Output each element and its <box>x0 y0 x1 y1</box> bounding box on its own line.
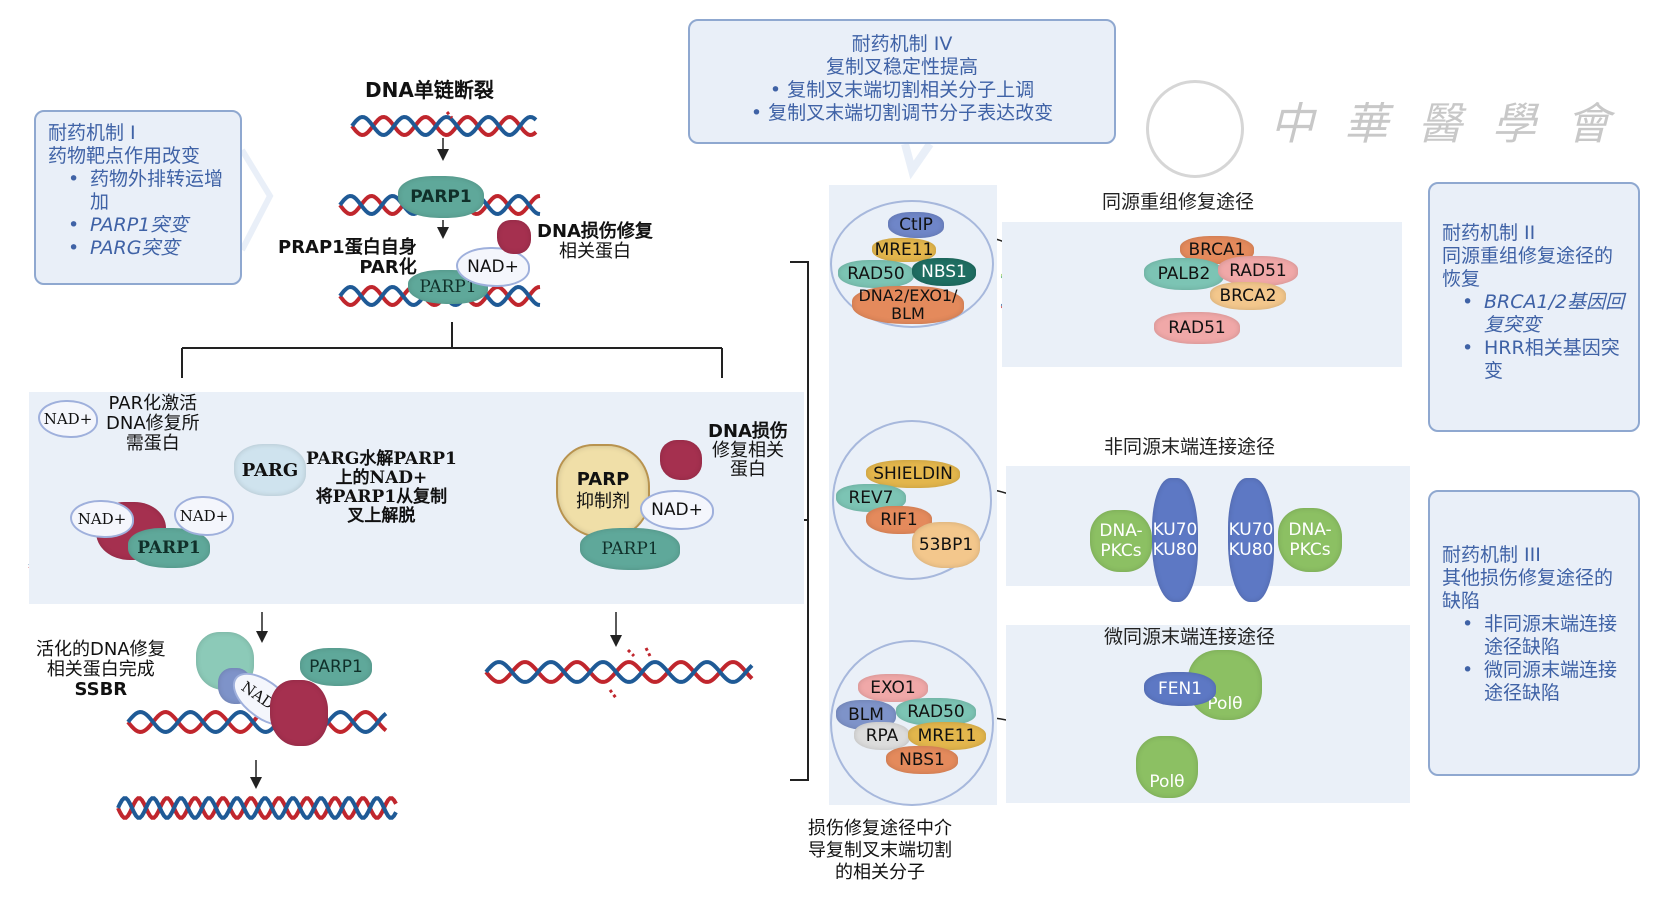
dna-helix <box>484 660 754 684</box>
repair-protein-label: DNA损伤修复相关蛋白 <box>537 221 653 262</box>
dna-helix <box>126 709 388 735</box>
parp1-protein: PARP1 <box>300 648 372 686</box>
mechanism-4-subtitle: 复制叉稳定性提高 <box>825 56 978 78</box>
mechanism-1-item: PARG突变 <box>68 237 230 260</box>
protein-nbs1: NBS1 <box>886 746 958 774</box>
mechanism-4-title: 耐药机制 IV <box>851 33 953 55</box>
repair-protein-icon <box>497 220 531 254</box>
mechanism-4-pointer <box>901 141 934 180</box>
protein-rad51: RAD51 <box>1154 312 1240 344</box>
repair-protein-label: DNA损伤修复相关蛋白 <box>708 421 788 480</box>
mechanism-1-title: 耐药机制 I <box>48 122 136 144</box>
protein-palb2: PALB2 <box>1144 258 1224 290</box>
protein-fen1: FEN1 <box>1144 672 1216 706</box>
repair-protein-icon <box>660 440 702 480</box>
resection-caption: 损伤修复途径中介导复制叉末端切割的相关分子 <box>808 818 952 883</box>
watermark-seal-icon <box>1146 80 1244 178</box>
dna-helix <box>350 114 538 138</box>
mechanism-2-subtitle: 同源重组修复途径的恢复 <box>1442 245 1614 290</box>
mechanism-2-box: 耐药机制 II 同源重组修复途径的恢复 BRCA1/2基因回复突变 HRR相关基… <box>1428 182 1640 432</box>
mechanism-1-item: PARP1突变 <box>68 214 230 237</box>
mechanism-3-box: 耐药机制 III 其他损伤修复途径的缺陷 非同源末端连接途径缺陷 微同源末端连接… <box>1428 490 1640 776</box>
dna-helix <box>116 796 398 820</box>
protein-exo1: EXO1 <box>858 674 928 702</box>
mechanism-1-subtitle: 药物靶点作用改变 <box>48 145 201 167</box>
nad-molecule: NAD+ <box>70 500 134 538</box>
nad-molecule: NAD+ <box>38 400 98 438</box>
protein-rad50: RAD50 <box>838 260 914 288</box>
parg-protein: PARG <box>234 444 306 496</box>
mechanism-4-item: • 复制叉末端切割相关分子上调 <box>769 79 1035 101</box>
mechanism-1-pointer <box>239 148 274 252</box>
nhej-pathway-panel <box>1006 466 1410 586</box>
mechanism-2-item: HRR相关基因突变 <box>1462 337 1630 383</box>
repair-protein-icon <box>270 680 328 746</box>
protein-dna-pkcs: DNA-PKCs <box>1278 508 1342 572</box>
protein-ctip: CtIP <box>888 212 944 238</box>
mechanism-4-box: 耐药机制 IV 复制叉稳定性提高 • 复制叉末端切割相关分子上调 • 复制叉末端… <box>688 19 1116 144</box>
mmej-pathway-title: 微同源末端连接途径 <box>1104 626 1276 648</box>
protein-brca2: BRCA2 <box>1210 282 1286 310</box>
protein-53bp1: 53BP1 <box>912 522 980 568</box>
nad-molecule: NAD+ <box>456 247 530 287</box>
protein-rpa: RPA <box>854 722 910 750</box>
mechanism-4-item: • 复制叉末端切割调节分子表达改变 <box>750 102 1054 124</box>
protein-pol-theta: Polθ <box>1136 736 1198 798</box>
parp1-protein: PARP1 <box>398 176 484 218</box>
mechanism-3-subtitle: 其他损伤修复途径的缺陷 <box>1442 567 1614 612</box>
protein-mre11: MRE11 <box>872 238 936 262</box>
watermark-text: 中華醫學會 <box>1270 99 1640 150</box>
mechanism-3-item: 微同源末端连接途径缺陷 <box>1462 659 1630 705</box>
mechanism-3-title: 耐药机制 III <box>1442 544 1541 566</box>
parp1-protein: PARP1 <box>580 528 680 570</box>
nad-molecule: NAD+ <box>640 490 714 530</box>
mechanism-1-item: 药物外排转运增加 <box>68 168 230 214</box>
protein-nbs1: NBS1 <box>912 258 976 286</box>
dna-helix <box>350 114 538 138</box>
protein-mre11: MRE11 <box>908 722 986 750</box>
protein-rif1: RIF1 <box>866 506 932 534</box>
protein-rad50: RAD50 <box>896 698 976 726</box>
hr-pathway-title: 同源重组修复途径 <box>1102 191 1255 213</box>
nad-molecule: NAD+ <box>174 496 234 536</box>
dna-helix <box>484 660 754 684</box>
mechanism-3-item: 非同源末端连接途径缺陷 <box>1462 613 1630 659</box>
strand-break-icon <box>608 647 652 699</box>
protein-dna2-exo1-blm: DNA2/EXO1/BLM <box>852 286 964 324</box>
mechanism-2-title: 耐药机制 II <box>1442 222 1536 244</box>
ssb-label: DNA单链断裂 <box>365 78 494 102</box>
protein-dna-pkcs: DNA-PKCs <box>1090 510 1152 572</box>
mechanism-2-item: BRCA1/2基因回复突变 <box>1462 291 1630 337</box>
nhej-pathway-title: 非同源末端连接途径 <box>1104 436 1276 458</box>
protein-rad51: RAD51 <box>1218 256 1298 286</box>
protein-shieldin: SHIELDIN <box>866 460 960 488</box>
strand-break-icon <box>445 111 454 119</box>
mechanism-1-box: 耐药机制 I 药物靶点作用改变 药物外排转运增加 PARP1突变 PARG突变 <box>34 110 242 285</box>
